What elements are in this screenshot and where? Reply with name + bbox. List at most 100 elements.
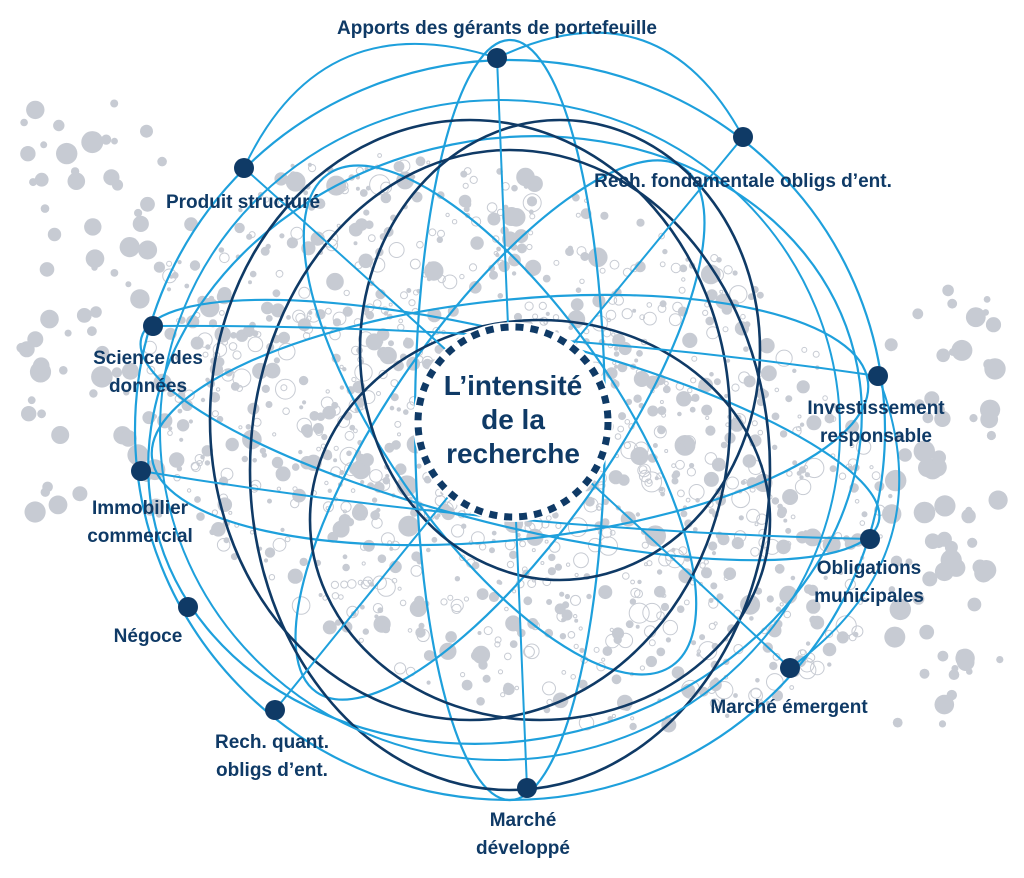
bubble [671,463,676,469]
bubble [629,598,637,605]
bubble [509,640,518,648]
node-immobilier-dot[interactable] [131,461,151,481]
bubble [914,399,925,410]
bubble [611,332,616,337]
bubble [725,713,730,718]
bubble [377,554,387,564]
bubble [166,260,173,267]
bubble [546,599,553,605]
bubble [409,258,421,270]
center-hub-fill [413,322,613,522]
bubble [937,650,949,662]
bubble [635,624,640,629]
bubble [889,598,911,621]
bubble [822,395,828,401]
node-rech-quant-dot[interactable] [265,700,285,720]
bubble [437,274,446,284]
bubble [851,625,864,638]
bubble [111,179,124,191]
bubble [664,449,669,453]
bubble [450,598,464,613]
node-marche-emergent-dot[interactable] [780,658,800,678]
bubble [625,620,634,629]
bubble [634,589,643,599]
bubble [260,246,270,256]
bubble [20,146,36,162]
bubble [497,293,504,299]
bubble [406,401,415,410]
bubble [766,673,784,691]
bubble [502,683,515,696]
bubble [567,631,576,639]
bubble [342,554,348,560]
bubble [511,271,517,276]
bubble [332,311,347,326]
bubble [750,547,760,557]
bubble [682,332,698,348]
bubble [602,646,613,656]
bubble [668,313,682,327]
bubble [186,488,192,493]
bubble [671,666,685,679]
bubble [459,273,465,280]
node-science-dot[interactable] [143,316,163,336]
bubble [259,447,267,455]
bubble [388,242,405,258]
bubble [662,619,678,636]
bubble [769,661,778,671]
bubble [936,348,950,363]
node-rech-fond-dot[interactable] [733,127,753,147]
bubble [360,579,370,590]
bubble [361,390,376,405]
bubble [127,444,149,466]
bubble [622,572,630,580]
bubble [532,313,539,320]
bubble [628,602,650,624]
bubble [398,318,404,324]
bubble [482,674,491,683]
bubble [344,430,355,441]
bubble [611,713,617,719]
bubble [462,182,469,189]
bubble [426,160,431,165]
bubble [542,577,552,587]
bubble [822,642,837,657]
bubble [661,412,666,418]
bubble [554,563,563,571]
bubble [351,376,357,383]
node-marche-developpe-dot[interactable] [517,778,537,798]
bubble [463,596,469,602]
bubble [140,124,153,138]
bubble [658,232,665,240]
node-negoce-dot[interactable] [178,597,198,617]
bubble [734,530,747,543]
bubble [591,315,608,332]
bubble [436,236,443,244]
node-produit-dot[interactable] [234,158,254,178]
node-investissement-dot[interactable] [868,366,888,386]
bubble [385,473,390,479]
bubble [40,204,50,213]
bubble [675,459,685,470]
bubble [564,593,571,600]
bubble [772,444,778,450]
bubble [512,589,517,594]
bubble [898,448,912,462]
bubble [934,410,951,427]
bubble [913,501,936,524]
bubble [27,396,36,405]
bubble [390,393,399,402]
node-obligations-dot[interactable] [860,529,880,549]
bubble [76,308,92,323]
bubble [717,533,730,546]
bubble [743,346,749,352]
bubble [946,689,957,701]
bubble [330,466,342,478]
bubble [89,389,98,398]
bubble [326,272,344,291]
bubble [353,241,358,246]
bubble [316,446,322,452]
node-apports-dot[interactable] [487,48,507,68]
bubble [232,350,242,360]
